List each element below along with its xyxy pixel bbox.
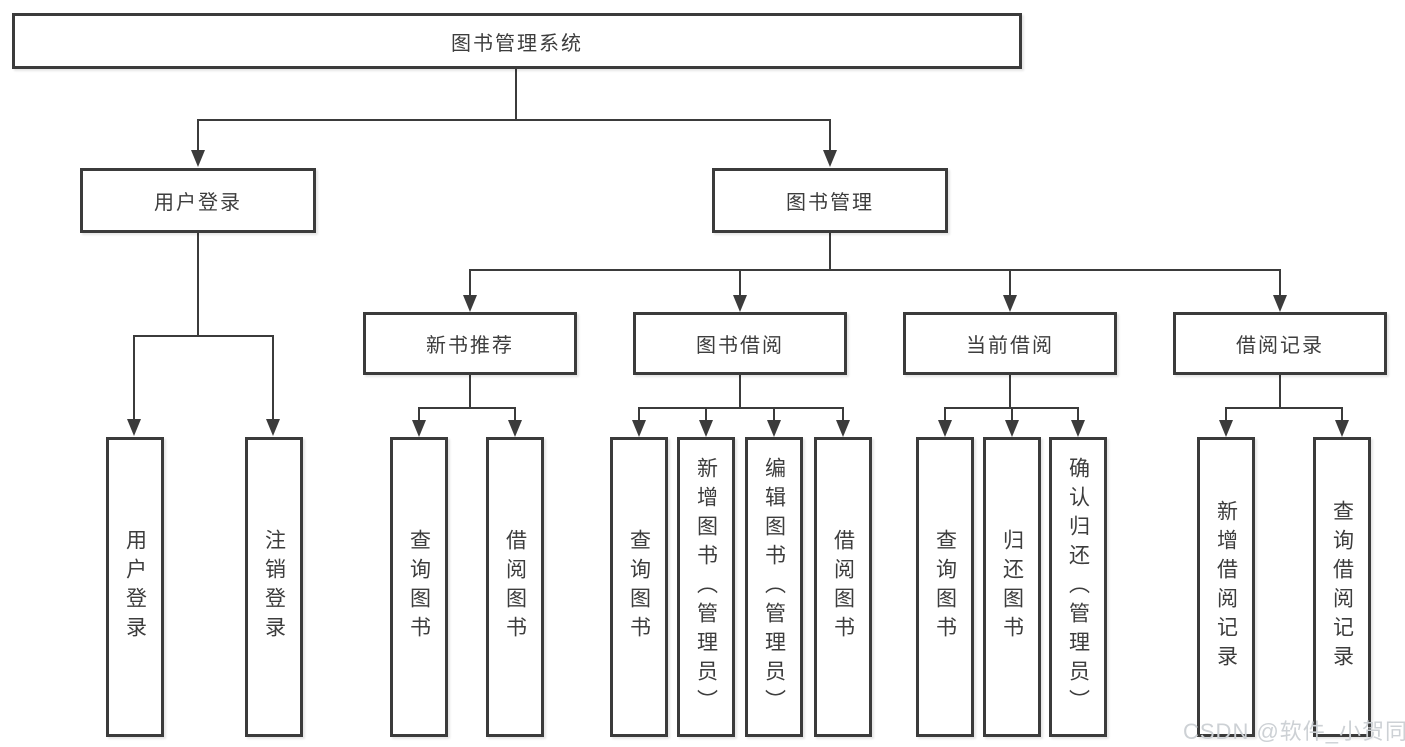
csdn-watermark: CSDN @软件_小贺同学 xyxy=(1183,719,1405,744)
node-label: 借阅记录 xyxy=(1236,335,1324,357)
arrow-down-icon xyxy=(508,420,522,437)
arrow-down-icon xyxy=(1219,420,1233,437)
node-label: 新书推荐 xyxy=(426,335,514,357)
connector-line xyxy=(829,119,831,151)
connector-line xyxy=(418,407,420,421)
leaf-label: 确认归还（管理员） xyxy=(1066,456,1090,718)
leaf-user-login: 用户登录 xyxy=(106,437,164,737)
leaf-query-book: 查询图书 xyxy=(916,437,974,737)
arrow-down-icon xyxy=(1003,295,1017,312)
leaf-borrow-book: 借阅图书 xyxy=(486,437,544,737)
arrow-down-icon xyxy=(823,150,837,167)
node-label: 当前借阅 xyxy=(966,335,1054,357)
node-borrow-record: 借阅记录 xyxy=(1173,312,1387,375)
connector-line xyxy=(1279,375,1281,407)
leaf-add-borrow-record: 新增借阅记录 xyxy=(1197,437,1255,737)
arrow-down-icon xyxy=(836,420,850,437)
connector-line xyxy=(638,407,844,409)
connector-line xyxy=(1011,407,1013,421)
leaf-query-book: 查询图书 xyxy=(610,437,668,737)
connector-line xyxy=(1077,407,1079,421)
connector-line xyxy=(1225,407,1343,409)
node-label: 图书管理系统 xyxy=(451,32,583,55)
connector-line xyxy=(638,407,640,421)
arrow-down-icon xyxy=(412,420,426,437)
leaf-label: 借阅图书 xyxy=(831,529,855,645)
connector-line xyxy=(133,335,135,420)
node-library-management-system: 图书管理系统 xyxy=(12,13,1022,69)
connector-line xyxy=(514,407,516,421)
leaf-label: 编辑图书（管理员） xyxy=(762,456,786,718)
connector-line xyxy=(773,407,775,421)
node-label: 用户登录 xyxy=(154,192,242,214)
node-new-book-recommend: 新书推荐 xyxy=(363,312,577,375)
leaf-edit-book-admin: 编辑图书（管理员） xyxy=(745,437,803,737)
connector-line xyxy=(469,375,471,407)
leaf-query-book: 查询图书 xyxy=(390,437,448,737)
node-user-login: 用户登录 xyxy=(80,168,316,233)
leaf-label: 查询图书 xyxy=(933,529,957,645)
arrow-down-icon xyxy=(632,420,646,437)
connector-line xyxy=(739,375,741,407)
leaf-label: 查询图书 xyxy=(627,529,651,645)
node-book-borrow: 图书借阅 xyxy=(633,312,847,375)
node-book-management: 图书管理 xyxy=(712,168,948,233)
connector-line xyxy=(469,269,471,296)
arrow-down-icon xyxy=(767,420,781,437)
connector-line xyxy=(739,269,741,296)
leaf-label: 注销登录 xyxy=(262,529,286,645)
connector-line xyxy=(1009,269,1011,296)
leaf-borrow-book: 借阅图书 xyxy=(814,437,872,737)
connector-line xyxy=(133,335,274,337)
node-current-borrow: 当前借阅 xyxy=(903,312,1117,375)
arrow-down-icon xyxy=(699,420,713,437)
connector-line xyxy=(829,233,831,269)
arrow-down-icon xyxy=(127,419,141,436)
leaf-add-book-admin: 新增图书（管理员） xyxy=(677,437,735,737)
connector-line xyxy=(418,407,516,409)
node-label: 图书借阅 xyxy=(696,335,784,357)
arrow-down-icon xyxy=(1273,295,1287,312)
connector-line xyxy=(705,407,707,421)
connector-line xyxy=(842,407,844,421)
arrow-down-icon xyxy=(1335,420,1349,437)
arrow-down-icon xyxy=(1005,420,1019,437)
arrow-down-icon xyxy=(191,150,205,167)
leaf-return-book: 归还图书 xyxy=(983,437,1041,737)
node-label: 图书管理 xyxy=(786,192,874,214)
leaf-label: 新增图书（管理员） xyxy=(694,456,718,718)
leaf-label: 新增借阅记录 xyxy=(1214,500,1238,674)
leaf-label: 用户登录 xyxy=(123,529,147,645)
leaf-label: 查询图书 xyxy=(407,529,431,645)
connector-line xyxy=(1225,407,1227,421)
arrow-down-icon xyxy=(463,295,477,312)
connector-line xyxy=(469,269,1281,271)
connector-line xyxy=(272,335,274,420)
connector-line xyxy=(197,119,831,121)
connector-line xyxy=(1279,269,1281,296)
leaf-label: 借阅图书 xyxy=(503,529,527,645)
leaf-logout: 注销登录 xyxy=(245,437,303,737)
arrow-down-icon xyxy=(1071,420,1085,437)
arrow-down-icon xyxy=(266,419,280,436)
connector-line xyxy=(944,407,946,421)
connector-line xyxy=(515,69,517,119)
connector-line xyxy=(1009,375,1011,407)
leaf-query-borrow-record: 查询借阅记录 xyxy=(1313,437,1371,737)
leaf-label: 归还图书 xyxy=(1000,529,1024,645)
arrow-down-icon xyxy=(733,295,747,312)
leaf-confirm-return-admin: 确认归还（管理员） xyxy=(1049,437,1107,737)
connector-line xyxy=(1341,407,1343,421)
connector-line xyxy=(197,119,199,151)
arrow-down-icon xyxy=(938,420,952,437)
leaf-label: 查询借阅记录 xyxy=(1330,500,1354,674)
connector-line xyxy=(197,233,199,335)
